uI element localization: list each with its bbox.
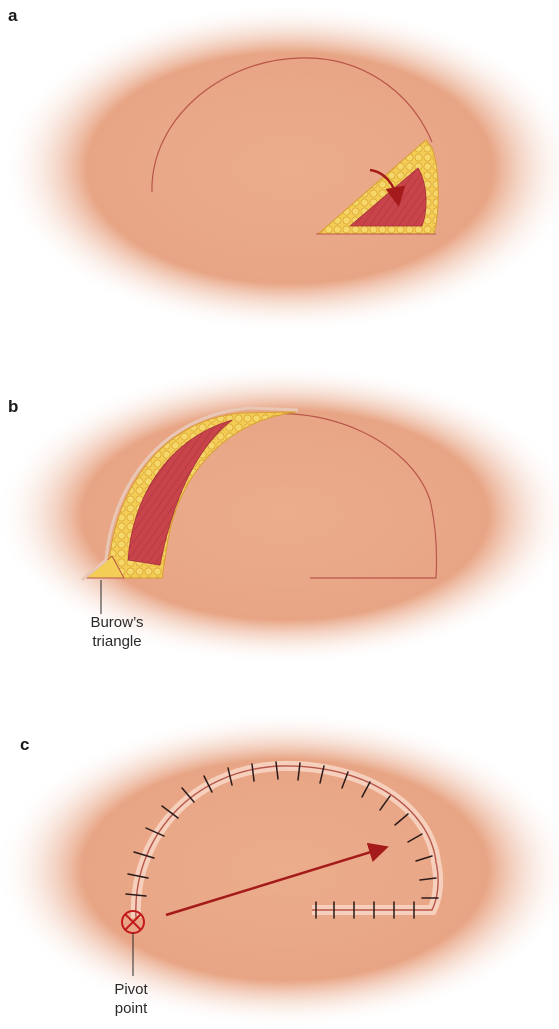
panel-label-c: c: [20, 735, 29, 755]
burows-label-line1: Burow’s: [72, 613, 162, 632]
panel-label-a: a: [8, 6, 17, 26]
burows-triangle-label: Burow’s triangle: [72, 613, 162, 651]
burows-label-line2: triangle: [72, 632, 162, 651]
panel-c: [0, 712, 559, 1028]
pivot-point-label: Pivot point: [96, 980, 166, 1018]
pivot-label-line2: point: [96, 999, 166, 1018]
skin-background-c: [0, 712, 559, 1028]
skin-background-a: [0, 3, 559, 333]
panel-a: [0, 3, 559, 333]
panel-label-b: b: [8, 397, 18, 417]
pivot-label-line1: Pivot: [96, 980, 166, 999]
